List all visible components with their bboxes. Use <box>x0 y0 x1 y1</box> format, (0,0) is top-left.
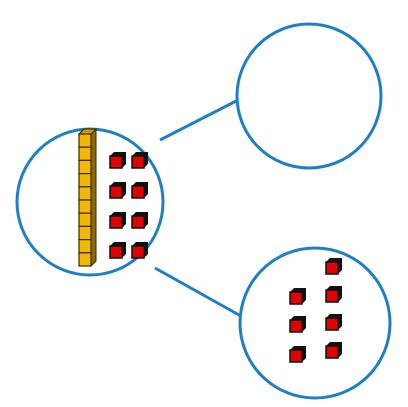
bond-line-bottom <box>154 266 249 322</box>
ones-cube <box>131 212 148 229</box>
bond-line-top <box>159 96 243 142</box>
bottom-ones-cubes <box>289 258 342 363</box>
ones-cube <box>289 346 306 363</box>
part-circle-top <box>235 22 383 170</box>
ones-cube <box>109 152 126 169</box>
ones-cube <box>131 242 148 259</box>
ones-cube <box>131 182 148 199</box>
ones-cube <box>325 314 342 331</box>
ten-rod-unit <box>78 252 92 267</box>
ten-rod-unit <box>78 133 92 148</box>
ones-cube <box>109 182 126 199</box>
ones-cube <box>325 342 342 359</box>
ten-rod-unit <box>78 199 92 214</box>
part-circle-bottom <box>238 246 392 400</box>
ten-rod-unit <box>78 225 92 241</box>
ones-cube <box>325 286 342 303</box>
ten-rod-unit <box>78 159 92 175</box>
ten-rod-unit <box>78 212 92 227</box>
ten-rod-side <box>90 127 97 268</box>
ones-cube <box>325 258 342 275</box>
ten-rod-unit <box>78 146 92 161</box>
ones-cube <box>289 288 306 305</box>
ten-rod <box>77 127 98 268</box>
ones-cube <box>109 242 126 259</box>
ones-cube <box>131 152 148 169</box>
ten-rod-unit <box>78 186 92 201</box>
whole-ones-cubes <box>109 152 148 259</box>
ones-cube <box>109 212 126 229</box>
ten-rod-unit <box>78 239 92 254</box>
ones-cube <box>289 316 306 333</box>
ten-rod-unit <box>78 173 92 188</box>
